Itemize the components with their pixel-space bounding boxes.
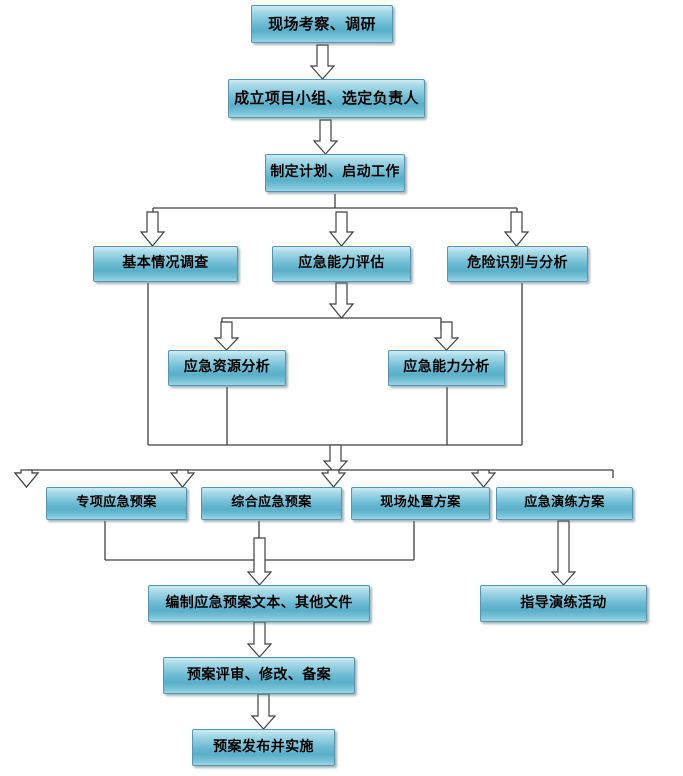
node-publish-implement-plan[interactable]: 预案发布并实施	[192, 729, 335, 766]
node-label: 应急能力分析	[403, 359, 490, 376]
node-label: 制定计划、启动工作	[270, 164, 400, 181]
node-label: 基本情况调查	[122, 255, 209, 272]
node-label: 危险识别与分析	[467, 255, 568, 272]
node-form-project-team[interactable]: 成立项目小组、选定负责人	[228, 79, 425, 118]
arrow-bus-n7	[213, 321, 240, 351]
node-site-survey[interactable]: 现场考察、调研	[251, 5, 393, 43]
arrow-bus-n6	[503, 211, 530, 247]
arrow-bus-n8	[433, 321, 460, 351]
node-label: 应急资源分析	[183, 359, 271, 376]
node-label: 现场考察、调研	[268, 14, 376, 33]
node-comprehensive-emergency-plan[interactable]: 综合应急预案	[201, 487, 342, 520]
node-special-emergency-plan[interactable]: 专项应急预案	[46, 487, 187, 520]
node-guide-drill-activities[interactable]: 指导演练活动	[480, 585, 647, 622]
node-label: 预案评审、修改、备案	[187, 666, 331, 683]
node-label: 应急演练方案	[524, 495, 605, 511]
arrow-n12-n14	[550, 520, 577, 586]
arrow-merge-n13	[246, 537, 273, 586]
node-label: 专项应急预案	[76, 495, 157, 511]
node-plan-review-revise-file[interactable]: 预案评审、修改、备案	[163, 657, 355, 694]
arrow-n5-down	[328, 282, 355, 319]
node-emergency-capability-analysis[interactable]: 应急能力分析	[388, 350, 505, 386]
node-label: 指导演练活动	[520, 594, 607, 611]
arrow-bus-n5	[328, 211, 355, 247]
arrow-merge-center	[322, 444, 349, 475]
arrow-n2-n3	[312, 119, 339, 155]
node-compile-plan-text-documents[interactable]: 编制应急预案文本、其他文件	[148, 585, 370, 622]
arrow-n15-n16	[250, 693, 277, 730]
node-basic-situation-survey[interactable]: 基本情况调查	[93, 246, 238, 282]
node-label: 编制应急预案文本、其他文件	[165, 594, 353, 611]
arrow-bus-n10	[169, 469, 196, 488]
node-onsite-disposal-plan[interactable]: 现场处置方案	[351, 487, 490, 520]
node-make-plan-start-work[interactable]: 制定计划、启动工作	[265, 154, 405, 192]
arrow-bus-n12	[470, 469, 497, 488]
node-label: 综合应急预案	[231, 495, 312, 511]
node-label: 应急能力评估	[298, 255, 385, 272]
arrow-bus-n9b	[13, 469, 40, 488]
arrow-n13-n15	[246, 621, 273, 658]
node-emergency-capability-assessment[interactable]: 应急能力评估	[272, 246, 411, 282]
arrow-bus-n11	[320, 469, 347, 488]
node-emergency-resource-analysis[interactable]: 应急资源分析	[168, 350, 286, 386]
node-hazard-identification-analysis[interactable]: 危险识别与分析	[447, 246, 588, 282]
node-emergency-drill-plan[interactable]: 应急演练方案	[496, 487, 633, 520]
arrow-bus-n4	[139, 211, 166, 247]
node-label: 成立项目小组、选定负责人	[234, 89, 419, 108]
node-label: 现场处置方案	[380, 495, 461, 511]
arrow-n1-n2	[309, 44, 336, 80]
node-label: 预案发布并实施	[213, 738, 314, 755]
